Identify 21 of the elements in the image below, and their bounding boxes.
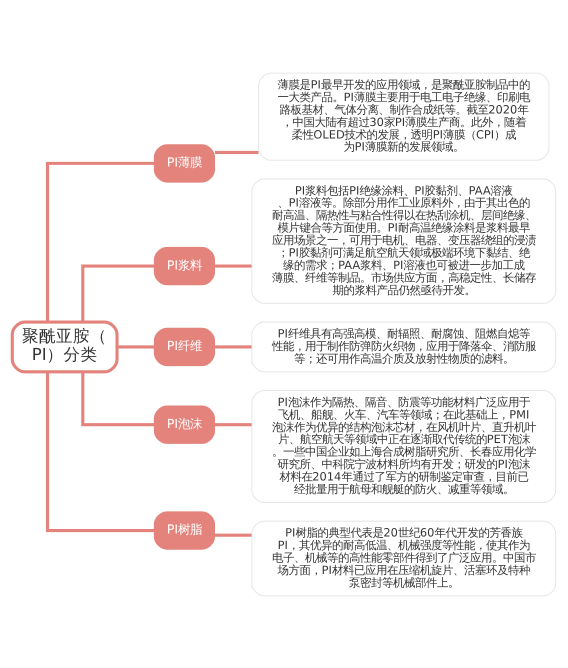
connector (214, 533, 252, 536)
connector (117, 344, 154, 348)
node-box: PI薄膜 (154, 144, 216, 182)
node-box: PI泡沫作为隔热、隔音、防震等功能材料广泛应用于飞机、船舰、火车、汽车等领域；在此基础上，PMI泡沫作为优异的结构泡沫芯材，在风机叶片、直升机叶片、航空航天等领域中正在逐渐取代传统的PET泡沫。一些中国企业如上海合成树脂研究所、长春应用化学研究所、中科院宁波材料所均有开发；研发的PI泡沫材料在2014年通过了军方的研制鉴定审查，目前已经批量用于航母和舰艇的防火、减重等领域。 (251, 389, 556, 503)
connector (81, 371, 154, 426)
node-box: PI浆料包括PI绝缘涂料、PI胶黏剂、PAA溶液、PI溶液等。除部分用作工业原料外，由于其出色的耐高温、隔热性与粘合性得以在热刮涂机、层间绝缘、模片键合等方面使用。PI耐高温绝缘涂料是浆料最早应用场景之一，可用于电机、电器、变压器绕组的浸渍；PI胶黏剂可满足航空航天领域极端环境下黏结、绝缘的需求；PAA浆料、PI溶液也可被进一步加工成薄膜、纤维等制品。市场供应方面，高稳定性、长储存期的浆料产品仍然亟待开发。 (251, 178, 556, 304)
node-box: PI树脂 (154, 510, 216, 550)
connector (81, 264, 154, 322)
node-box: PI纤维 (154, 327, 216, 366)
node-box: PI浆料 (154, 246, 216, 285)
connector (46, 372, 154, 532)
connector (46, 161, 154, 322)
connector (214, 422, 252, 426)
node-box: 聚酰亚胺（PI）分类 (10, 320, 119, 373)
connector (214, 344, 252, 348)
node-box: PI树脂的典型代表是20世纪60年代开发的芳香族PI，其优异的耐高低温、机械强度等性能，使其作为电子、机械等的高性能零部件得到了广泛应用。中国市场方面，PI材料已应用在压缩机旋片、活塞环及特种泵密封等机械部件上。 (251, 520, 556, 596)
node-box: 薄膜是PI最早开发的应用领域，是聚酰亚胺制品中的一大类产品。PI薄膜主要用于电工电子绝缘、印刷电路板基材、气体分离、制作合成纸等。截至2020年，中国大陆有超过30家PI薄膜生产商。此外，随着柔性OLED技术的发展，透明PI薄膜（CPI）成为PI薄膜新的发展领域。 (258, 72, 550, 160)
connector (214, 264, 252, 268)
node-box: PI纤维具有高强高模、耐辐照、耐腐蚀、阻燃自熄等性能，用于制作防弹防火织物，应用于降落伞、消防服等；还可用作高温介质及放射性物质的滤料。 (251, 321, 556, 372)
connector (214, 150, 258, 154)
node-box: PI泡沫 (154, 405, 216, 444)
